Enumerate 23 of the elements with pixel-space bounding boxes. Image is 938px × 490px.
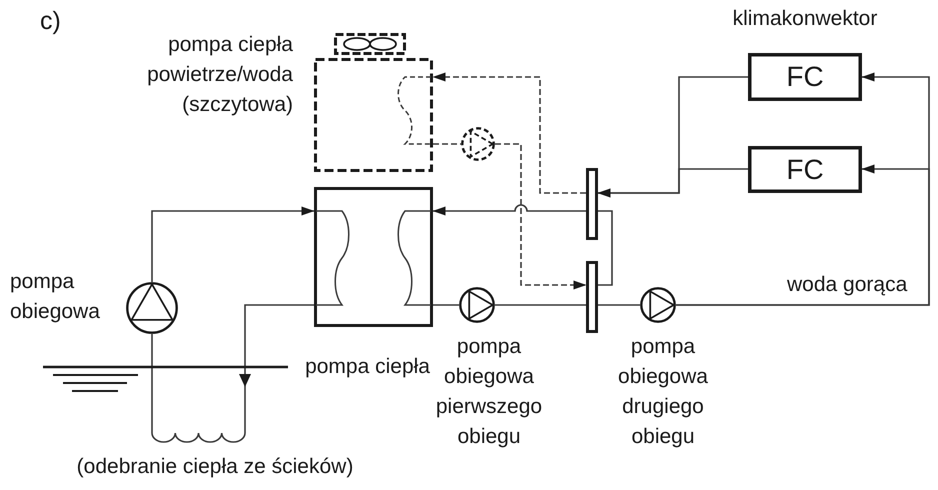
fan-coil-label: FC bbox=[786, 60, 824, 94]
pump-label: pompa obiegowa pierwszego obiegu bbox=[434, 334, 544, 450]
heat-pump-label: pompa ciepła bbox=[305, 354, 430, 380]
pipe-arrow bbox=[432, 204, 586, 216]
fan-coil-label: FC bbox=[786, 153, 824, 186]
coil-caption: (odebranie ciepła ze ścieków) bbox=[76, 454, 354, 480]
dashed-pipe-arrow bbox=[495, 143, 586, 290]
fan-coil-heading: klimakonwektor bbox=[732, 6, 878, 32]
panel-label: c) bbox=[40, 6, 61, 36]
heat-pump-label: pompa ciepła powietrze/woda (szczytowa) bbox=[146, 32, 293, 118]
pipe-arrow bbox=[598, 168, 748, 198]
pump-label: pompa obiegowa bbox=[10, 269, 101, 325]
dashed-pipe-arrow bbox=[432, 72, 586, 194]
pipe-arrow bbox=[239, 304, 314, 430]
pipe-line bbox=[598, 210, 613, 286]
pipe-arrow bbox=[676, 164, 930, 306]
pump-label: pompa obiegowa drugiego obiegu bbox=[617, 334, 709, 450]
pipe-line bbox=[151, 334, 153, 430]
pipe-line bbox=[495, 304, 586, 306]
pipe-line bbox=[598, 304, 640, 306]
pipe-arrow bbox=[151, 206, 314, 282]
dashed-pipe-line bbox=[433, 143, 461, 145]
pipe-line bbox=[433, 304, 459, 306]
